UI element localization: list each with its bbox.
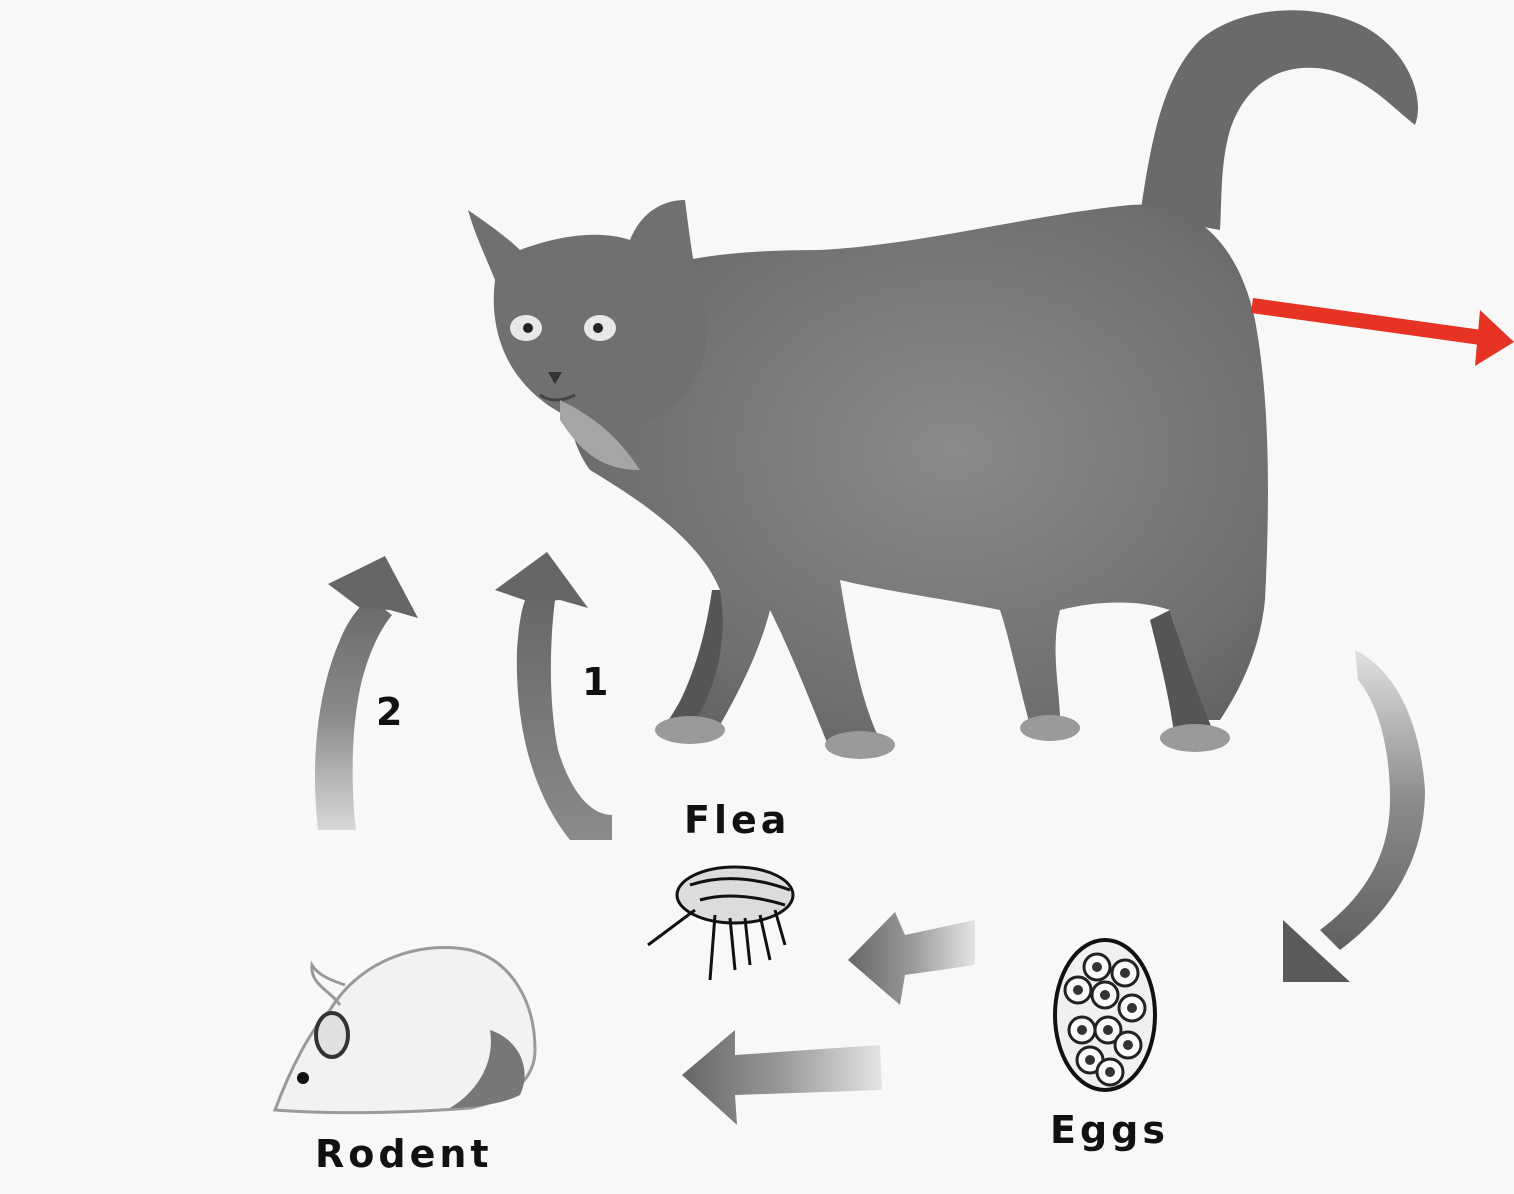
flea-illustration (647, 865, 795, 981)
arrow-eggs-to-rodent-icon (682, 1030, 882, 1125)
arrow-cat-to-eggs-icon (1283, 650, 1425, 982)
arrow-eggs-to-flea-icon (848, 912, 975, 1005)
cat-illustration (468, 10, 1418, 759)
egg-cluster-illustration (1053, 938, 1157, 1092)
route-2-label: 2 (376, 690, 403, 734)
arrow-route-2-icon (314, 556, 418, 830)
route-1-label: 1 (582, 660, 609, 704)
flea-label: Flea (684, 798, 791, 842)
rodent-illustration (272, 946, 537, 1115)
eggs-label: Eggs (1050, 1108, 1169, 1152)
red-pointer-arrow-icon (1251, 298, 1514, 366)
rodent-label: Rodent (315, 1132, 493, 1176)
arrow-route-1-icon (495, 552, 612, 840)
